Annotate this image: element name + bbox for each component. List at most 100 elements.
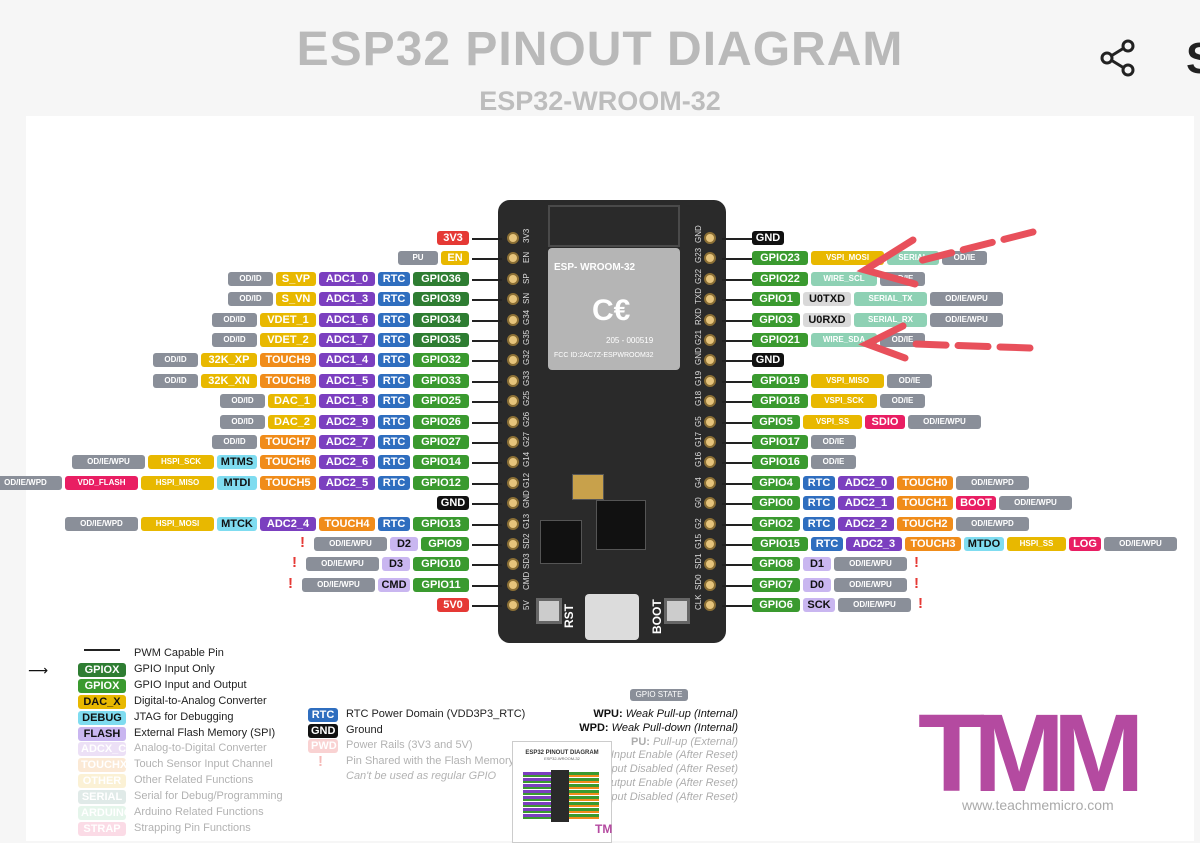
pin-hole <box>507 538 519 550</box>
pin-label: GPIO13 <box>413 516 469 531</box>
pin-label: RTC <box>803 475 835 490</box>
pin-label: SCK <box>803 598 835 613</box>
legend-text: Can't be used as regular GPIO <box>346 770 497 782</box>
pin-label: RTC <box>378 271 410 286</box>
pin-connector <box>722 523 752 526</box>
pin-label: BOOT <box>956 496 996 511</box>
board-silk-label: GND <box>694 225 703 243</box>
boot-button[interactable] <box>664 598 690 624</box>
pin-label: OD/ID <box>153 353 198 368</box>
pin-connector <box>722 340 752 342</box>
pin-label: GPIO15 <box>752 537 808 551</box>
pin-hole <box>704 476 716 489</box>
board-silk-label: GND <box>694 347 703 366</box>
pin-label: OD/ID <box>220 414 265 429</box>
legend-text: GPIO Input Only <box>134 662 215 675</box>
pin-connector <box>472 544 502 546</box>
board-silk-label: G14 <box>522 452 531 468</box>
warning-icon: ! <box>914 554 919 572</box>
pin-connector <box>472 605 502 608</box>
pin-connector <box>472 564 502 567</box>
rst-button[interactable] <box>536 598 562 624</box>
pin-label: SERIAL_TX <box>854 292 927 307</box>
pin-label: OD/IE/WPD <box>65 516 138 531</box>
pin-label: S_VP <box>276 271 316 286</box>
board-silk-label: G33 <box>522 370 531 386</box>
board-silk-label: G5 <box>694 415 703 427</box>
pin-label: TOUCH5 <box>260 475 316 490</box>
thumbnail[interactable]: ESP32 PINOUT DIAGRAM ESP32-WROOM-32 TM <box>512 741 612 843</box>
pin-label: RTC <box>378 516 410 531</box>
pin-label: VDD_FLASH <box>65 475 138 490</box>
pin-label: RTC <box>378 312 410 327</box>
legend-key: ARDUINO <box>78 806 132 820</box>
pin-label: VSPI_SS <box>803 414 862 429</box>
pin-label: TOUCH7 <box>260 435 316 449</box>
legend-text: Digital-to-Analog Converter <box>134 694 267 707</box>
pin-label: OD/IE <box>887 373 932 388</box>
pin-label: GPIO19 <box>752 373 808 388</box>
pin-hole <box>507 578 519 591</box>
warning-icon: ! <box>292 554 297 572</box>
state-value: Weak Pull-down (Internal) <box>611 721 738 734</box>
pin-label: GPIO10 <box>413 557 469 572</box>
legend-key: OTHER <box>78 774 126 789</box>
pin-label: TOUCH0 <box>897 475 953 490</box>
pin-label: ADC2_0 <box>838 475 894 490</box>
pin-label: RTC <box>803 496 835 511</box>
pin-label: 3V3 <box>437 231 469 245</box>
board-silk-label: G27 <box>522 431 531 447</box>
pin-label: OD/IE/WPU <box>834 577 907 592</box>
pin-label: VSPI_MOSI <box>811 251 884 266</box>
legend-text: Power Rails (3V3 and 5V) <box>346 739 473 751</box>
pin-label: GPIO27 <box>413 435 469 449</box>
legend-key: GND <box>308 723 338 738</box>
pin-label: ADC2_3 <box>846 537 902 551</box>
pin-connector <box>722 360 752 363</box>
pin-connector <box>722 401 752 404</box>
usb-port <box>585 594 639 640</box>
pin-label: OD/ID <box>212 312 257 327</box>
pin-label: ADC2_2 <box>838 516 894 531</box>
share-icon[interactable] <box>1098 38 1138 78</box>
pin-label: D2 <box>390 537 418 551</box>
legend-text: Touch Sensor Input Channel <box>134 758 273 771</box>
pin-label: RTC <box>378 455 410 470</box>
pin-label: MTDI <box>217 475 257 490</box>
gpio-state-row: PU: Pull-up (External) <box>631 736 738 748</box>
pin-label: GPIO9 <box>421 537 469 551</box>
pin-connector <box>472 319 502 322</box>
pin-label: GPIO12 <box>413 475 469 490</box>
pin-label: PU <box>398 251 438 266</box>
pin-connector <box>472 258 502 261</box>
legend-text: JTAG for Debugging <box>134 710 234 723</box>
pin-connector <box>722 299 752 302</box>
pin-label: OD/IE/WPD <box>956 475 1029 490</box>
pin-label: HSPI_SCK <box>148 455 214 470</box>
board-silk-label: GND <box>522 490 531 509</box>
pin-label: D0 <box>803 577 831 592</box>
legend-text: Strapping Pin Functions <box>134 821 251 834</box>
pin-hole <box>704 252 716 265</box>
pin-label: U0TXD <box>803 292 851 307</box>
pin-label: GPIO1 <box>752 292 800 307</box>
pin-connector <box>722 258 752 261</box>
warning-icon: ! <box>918 595 923 613</box>
pin-label: GPIO32 <box>413 353 469 368</box>
pin-connector <box>722 584 752 587</box>
legend-text: Ground <box>346 723 383 736</box>
board-silk-label: G16 <box>694 452 703 468</box>
pin-label: OD/IE/WPU <box>930 292 1003 307</box>
board-silk-label: RXD <box>694 307 703 325</box>
pin-label: MTDO <box>964 537 1004 551</box>
warning-icon: ! <box>300 534 305 551</box>
pin-connector <box>472 238 502 240</box>
pin-hole <box>507 456 519 469</box>
state-value: Output Disabled (After Reset) <box>593 790 738 803</box>
pin-label: ADC1_5 <box>319 373 375 388</box>
pin-label: OD/IE/WPU <box>930 312 1003 327</box>
pin-hole <box>507 354 519 367</box>
pin-label: VDET_1 <box>260 312 316 327</box>
board-silk-label: G32 <box>522 350 531 366</box>
pin-hole <box>704 538 716 550</box>
